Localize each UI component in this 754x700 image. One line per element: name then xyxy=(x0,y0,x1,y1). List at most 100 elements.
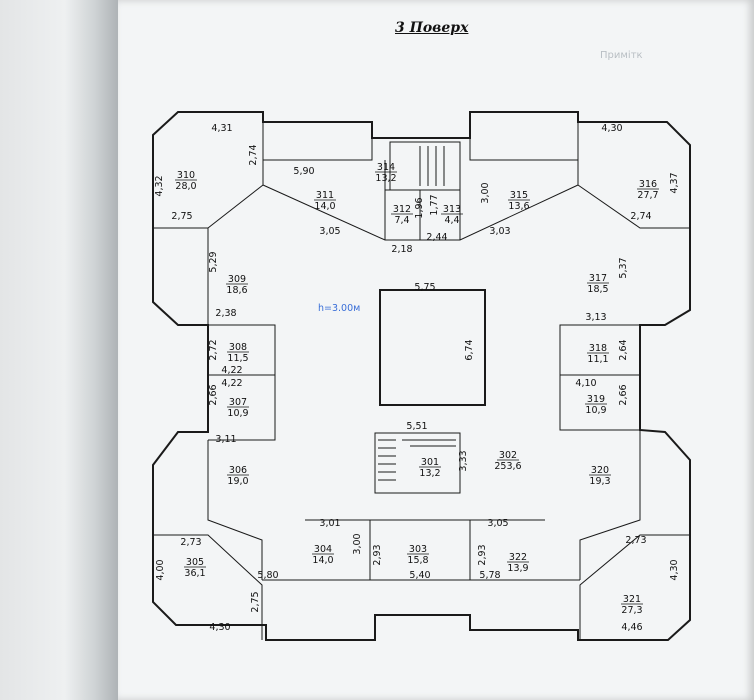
room-number: 307 xyxy=(229,397,247,408)
dimension-label: 3,00 xyxy=(352,533,363,554)
dimension-label: 5,78 xyxy=(479,570,500,581)
room-area: 11,5 xyxy=(227,353,248,364)
dimension-label: 4,30 xyxy=(669,559,680,580)
room-area: 13,2 xyxy=(419,468,440,479)
room-area: 253,6 xyxy=(494,461,521,472)
room-area: 14,0 xyxy=(314,201,335,212)
room-number: 320 xyxy=(591,465,609,476)
dimension-label: 2,38 xyxy=(215,308,236,319)
room-area: 36,1 xyxy=(184,568,205,579)
dimension-label: 4,32 xyxy=(154,175,165,196)
room-area: 27,7 xyxy=(637,190,658,201)
room-number: 314 xyxy=(377,162,395,173)
dimension-label: 4,10 xyxy=(575,378,596,389)
dimension-label: 5,40 xyxy=(409,570,430,581)
room-number: 311 xyxy=(316,190,334,201)
room-number: 313 xyxy=(443,204,461,215)
room-area: 13,6 xyxy=(508,201,529,212)
room-area: 19,3 xyxy=(589,476,610,487)
dimension-label: 5,75 xyxy=(414,282,435,293)
atrium-void xyxy=(379,289,486,406)
room-number: 310 xyxy=(177,170,195,181)
dimension-label: 5,37 xyxy=(618,257,629,278)
dimension-label: 2,93 xyxy=(477,544,488,565)
binder-edge xyxy=(0,0,118,700)
room-area: 18,5 xyxy=(587,284,608,295)
room-area: 13,2 xyxy=(375,173,396,184)
stair-lower xyxy=(374,432,461,494)
notes-column-header: Примітк xyxy=(600,50,643,61)
dimension-label: 3,11 xyxy=(215,434,236,445)
room-number: 321 xyxy=(623,594,641,605)
room-number: 301 xyxy=(421,457,439,468)
room-number: 304 xyxy=(314,544,332,555)
dimension-label: 2,93 xyxy=(372,544,383,565)
dimension-label: 4,37 xyxy=(669,172,680,193)
room-area: 10,9 xyxy=(227,408,248,419)
dimension-label: 2,66 xyxy=(208,384,219,405)
dimension-label: 2,72 xyxy=(208,339,219,360)
room-number: 312 xyxy=(393,204,411,215)
dimension-label: 5,90 xyxy=(293,166,314,177)
dimension-label: 2,66 xyxy=(618,384,629,405)
room-number: 302 xyxy=(499,450,517,461)
dimension-label: 6,74 xyxy=(464,339,475,360)
dimension-label: 3,03 xyxy=(489,226,510,237)
dimension-label: 2,73 xyxy=(180,537,201,548)
room-number: 303 xyxy=(409,544,427,555)
room-number: 315 xyxy=(510,190,528,201)
room-area: 19,0 xyxy=(227,476,248,487)
plan-walls xyxy=(152,111,691,641)
room-number: 308 xyxy=(229,342,247,353)
dimension-label: 4,46 xyxy=(621,622,642,633)
floor-title: 3 Поверх xyxy=(395,20,469,36)
room-number: 317 xyxy=(589,273,607,284)
room-area: 28,0 xyxy=(175,181,196,192)
dimension-label: 4,30 xyxy=(601,123,622,134)
room-area: 14,0 xyxy=(312,555,333,566)
dimension-label: 4,30 xyxy=(209,622,230,633)
dimension-label: 1,96 xyxy=(414,197,425,218)
room-number: 318 xyxy=(589,343,607,354)
room-number: 322 xyxy=(509,552,527,563)
dimension-label: 3,05 xyxy=(487,518,508,529)
dimension-label: 4,00 xyxy=(155,559,166,580)
room-number: 309 xyxy=(228,274,246,285)
room-area: 15,8 xyxy=(407,555,428,566)
dimension-label: 4,22 xyxy=(221,365,242,376)
dimension-label: 5,80 xyxy=(257,570,278,581)
room-area: 18,6 xyxy=(226,285,247,296)
floor-plan-sheet xyxy=(118,0,754,700)
dimension-label: 3,01 xyxy=(319,518,340,529)
dimension-label: 5,51 xyxy=(406,421,427,432)
dimension-label: 3,13 xyxy=(585,312,606,323)
room-number: 319 xyxy=(587,394,605,405)
room-area: 10,9 xyxy=(585,405,606,416)
dimension-label: 4,22 xyxy=(221,378,242,389)
stair-upper xyxy=(389,141,461,191)
room-number: 305 xyxy=(186,557,204,568)
dimension-label: 2,74 xyxy=(630,211,651,222)
dimension-label: 2,64 xyxy=(618,339,629,360)
room-number: 306 xyxy=(229,465,247,476)
dimension-label: 3,00 xyxy=(480,182,491,203)
